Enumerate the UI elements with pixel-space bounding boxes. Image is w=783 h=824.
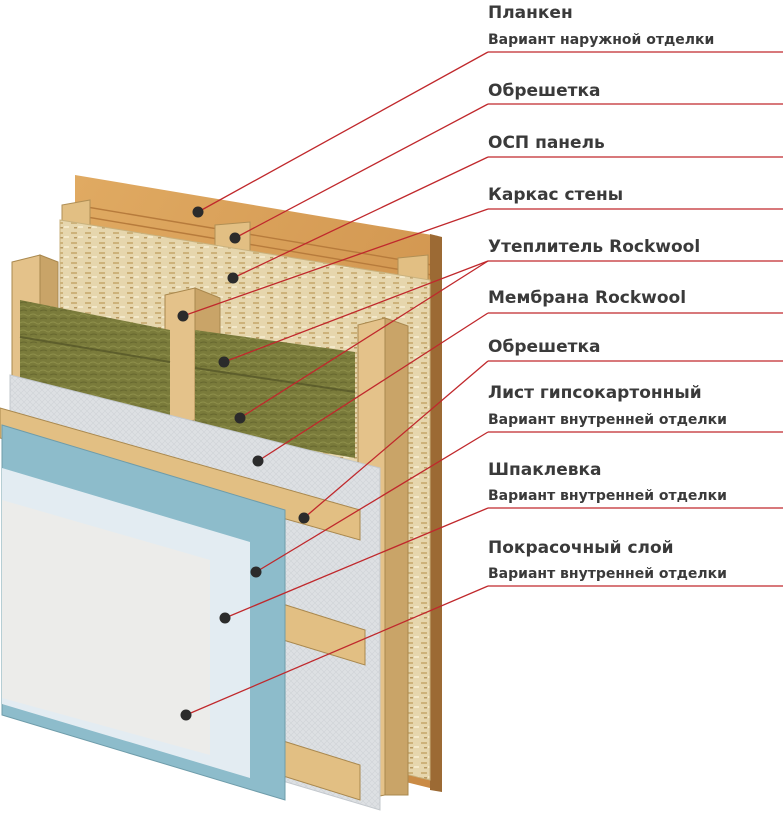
callout-subtitle: Вариант внутренней отделки [488, 488, 727, 504]
callout-dot [251, 567, 262, 578]
callout-subtitle: Вариант внутренней отделки [488, 566, 727, 582]
callout-dot [253, 456, 264, 467]
callout-dot [219, 357, 230, 368]
callout-dot [181, 710, 192, 721]
callout-title: Утеплитель Rockwool [488, 237, 700, 257]
callout-title: Мембрана Rockwool [488, 288, 686, 308]
callout-title: Планкен [488, 3, 573, 23]
callout-dot [228, 273, 239, 284]
callout-dot [299, 513, 310, 524]
plank-edge [430, 234, 442, 792]
callout-subtitle: Вариант наружной отделки [488, 32, 714, 48]
callout-dot [178, 311, 189, 322]
callout-dot [230, 233, 241, 244]
callout-subtitle: Вариант внутренней отделки [488, 412, 727, 428]
callout-dot [220, 613, 231, 624]
callout-title: ОСП панель [488, 133, 605, 153]
callout-title: Обрешетка [488, 337, 600, 357]
callout-dot-2 [235, 413, 246, 424]
callout-title: Лист гипсокартонный [488, 383, 702, 403]
callout-title: Покрасочный слой [488, 538, 674, 558]
wall-illustration [0, 175, 442, 810]
frame-stud-right-side [385, 318, 408, 795]
callout-title: Обрешетка [488, 81, 600, 101]
callout-dot [193, 207, 204, 218]
callout-title: Шпаклевка [488, 460, 602, 480]
callout-title: Каркас стены [488, 185, 623, 205]
leader-line [198, 52, 488, 212]
